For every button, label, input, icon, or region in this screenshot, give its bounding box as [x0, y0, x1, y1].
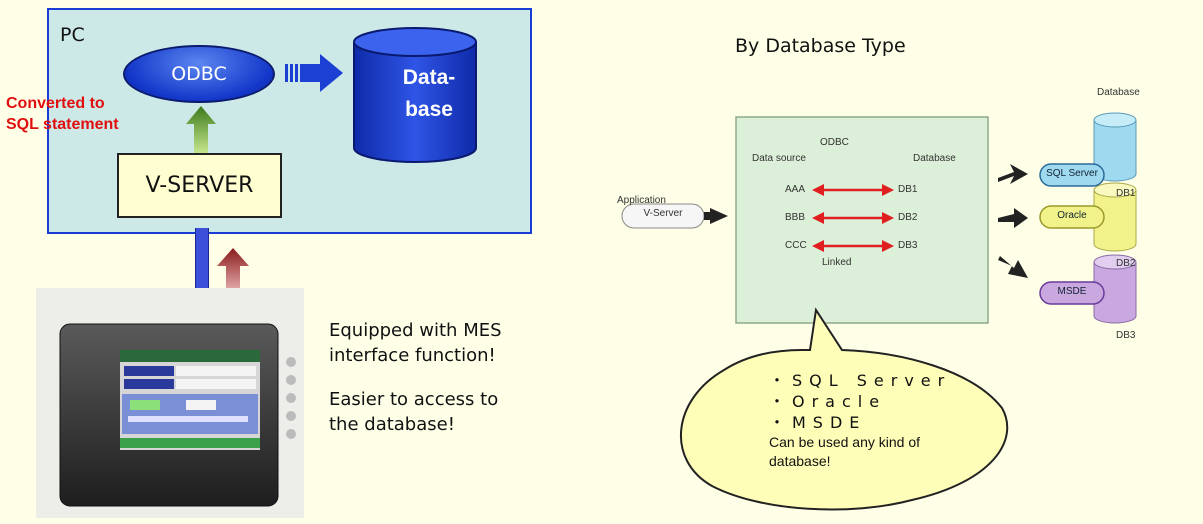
hmi-panel-image [36, 288, 304, 518]
target-oracle: Oracle [1057, 210, 1087, 221]
callout-note-line1: Can be used any kind of [769, 434, 920, 450]
target-db2-tag: DB2 [1116, 258, 1136, 269]
right-database-header: Database [1097, 87, 1140, 98]
callout-item-sql-server: ・SQL Server [769, 371, 952, 390]
target-msde: MSDE [1057, 286, 1087, 297]
target-db3-tag: DB3 [1116, 330, 1136, 341]
odbc-mapping-diagram [621, 112, 1137, 324]
odbc-label: ODBC [171, 63, 227, 85]
equipped-text: Equipped with MES interface function! [329, 318, 502, 368]
db-db3: DB3 [898, 240, 918, 251]
database-label: Data- base [383, 62, 475, 126]
convert-up-arrow [186, 106, 216, 153]
application-label: Application [617, 195, 666, 206]
target-db1-tag: DB1 [1116, 188, 1136, 199]
odbc-title: ODBC [820, 137, 849, 148]
odbc-to-database-arrow [285, 54, 343, 92]
easier-line1: Easier to access to [329, 389, 499, 410]
equipped-line2: interface function! [329, 345, 496, 366]
vserver-box: V-SERVER [117, 153, 282, 218]
callout-item-oracle: ・Oracle [769, 392, 887, 411]
converted-line1: Converted to [6, 95, 105, 112]
callout-item-msde: ・MSDE [769, 413, 867, 432]
easier-text: Easier to access to the database! [329, 387, 498, 437]
equipped-line1: Equipped with MES [329, 320, 502, 341]
odbc-node: ODBC [123, 45, 275, 103]
pc-label: PC [60, 24, 85, 46]
converted-line2: SQL statement [6, 116, 119, 133]
upload-up-arrow [217, 248, 249, 297]
database-label-line1: Data- [402, 66, 456, 89]
vserver-label: V-SERVER [145, 173, 254, 198]
source-ccc: CCC [785, 240, 807, 251]
vserver-pill-label: V-Server [643, 208, 683, 219]
linked-label: Linked [822, 257, 852, 268]
msde-cylinder [1093, 254, 1137, 324]
callout-note: Can be used any kind of database! [769, 433, 951, 471]
db-db2: DB2 [898, 212, 918, 223]
database-header: Database [913, 153, 956, 164]
database-cylinder [353, 27, 477, 163]
database-label-line2: base [405, 98, 453, 121]
source-aaa: AAA [785, 184, 806, 195]
db-db1: DB1 [898, 184, 918, 195]
callout-bubble [680, 307, 1009, 511]
oracle-cylinder [1093, 182, 1137, 252]
data-source-header: Data source [752, 153, 806, 164]
converted-sql-text: Converted to SQL statement [6, 93, 119, 135]
sql-server-cylinder [1093, 112, 1137, 182]
source-bbb: BBB [785, 212, 806, 223]
diagram-title: By Database Type [735, 35, 906, 57]
target-sql-server: SQL Server [1046, 168, 1098, 179]
easier-line2: the database! [329, 414, 455, 435]
callout-note-line2: database! [769, 453, 831, 469]
callout-text: ・SQL Server ・Oracle ・MSDE Can be used an… [769, 370, 951, 471]
